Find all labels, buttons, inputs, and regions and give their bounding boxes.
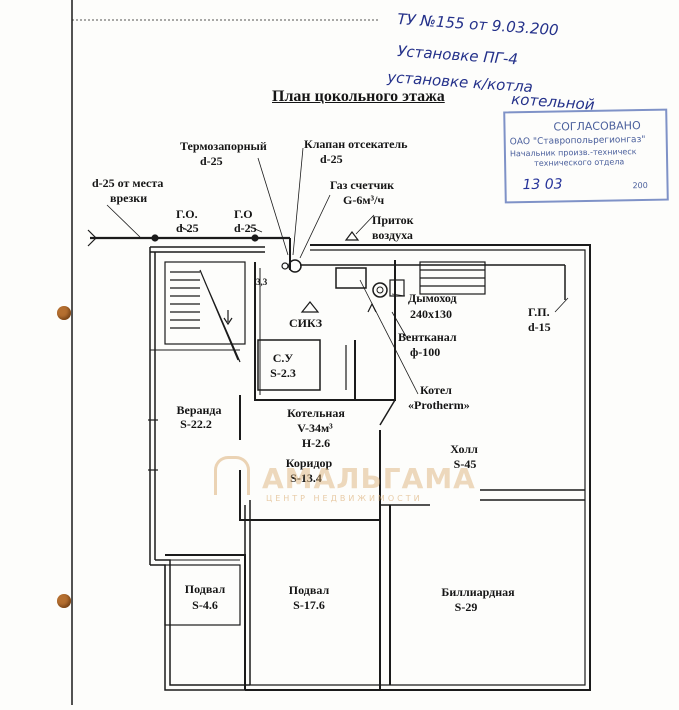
label-boiler: Котел — [420, 383, 452, 397]
watermark-subtitle: ЦЕНТР НЕДВИЖИМОСТИ — [266, 494, 423, 503]
room-boiler-volume: V-34м³ — [297, 421, 333, 435]
watermark-name: АМАЛЬГАМА — [262, 462, 476, 495]
room-wc-area: S-2.3 — [270, 366, 296, 380]
room-corridor-name: Коридор — [285, 456, 333, 470]
label-air-inflow-2: воздуха — [372, 228, 413, 242]
room-veranda-name: Веранда — [176, 403, 222, 417]
label-vent: Вентканал — [398, 330, 457, 344]
label-flue-size: 240x130 — [410, 307, 452, 321]
room-boiler-height: Н-2.6 — [301, 436, 331, 450]
label-gas-meter-capacity: G-6м³/ч — [343, 193, 385, 207]
label-flue: Дымоход — [408, 291, 457, 305]
label-tap-pipe-2: врезки — [110, 191, 148, 205]
room-basement-small-name: Подвал — [184, 582, 226, 596]
punch-hole — [57, 306, 71, 320]
room-hall-name: Холл — [450, 442, 478, 456]
label-sikz: СИКЗ — [289, 316, 323, 330]
label-go1-diameter: d-25 — [176, 221, 199, 235]
label-tap-pipe: d-25 от места — [92, 176, 164, 190]
label-height-mark: 3,3 — [256, 277, 268, 287]
label-boiler-model: «Protherm» — [408, 398, 470, 412]
watermark-logo-icon — [214, 456, 250, 495]
room-basement-small-area: S-4.6 — [192, 598, 218, 612]
room-hall-area: S-45 — [453, 457, 477, 471]
room-wc-name: С.У — [272, 351, 294, 365]
room-billiard-area: S-29 — [454, 600, 478, 614]
room-basement-large-name: Подвал — [288, 583, 330, 597]
label-cutoff-valve: Клапан отсекатель — [304, 137, 408, 151]
label-thermo-valve: Термозапорный — [180, 139, 267, 153]
label-vent-diameter: ф-100 — [410, 345, 441, 359]
room-veranda-area: S-22.2 — [180, 417, 212, 431]
plan-title: План цокольного этажа — [272, 88, 445, 105]
label-gp: Г.П. — [528, 305, 550, 319]
label-cutoff-diameter: d-25 — [320, 152, 343, 166]
punch-hole — [57, 594, 71, 608]
label-gas-meter: Газ счетчик — [330, 178, 395, 192]
label-air-inflow: Приток — [372, 213, 414, 227]
room-boiler-name: Котельная — [287, 406, 345, 420]
room-billiard-name: Биллиардная — [441, 585, 515, 599]
room-basement-large-area: S-17.6 — [293, 598, 325, 612]
label-gp-diameter: d-15 — [528, 320, 551, 334]
label-go2-diameter: d-25 — [234, 221, 257, 235]
label-go2: Г.О — [234, 207, 253, 221]
room-corridor-area: S-13.4 — [290, 471, 322, 485]
label-thermo-diameter: d-25 — [200, 154, 223, 168]
label-go1: Г.О. — [176, 207, 198, 221]
